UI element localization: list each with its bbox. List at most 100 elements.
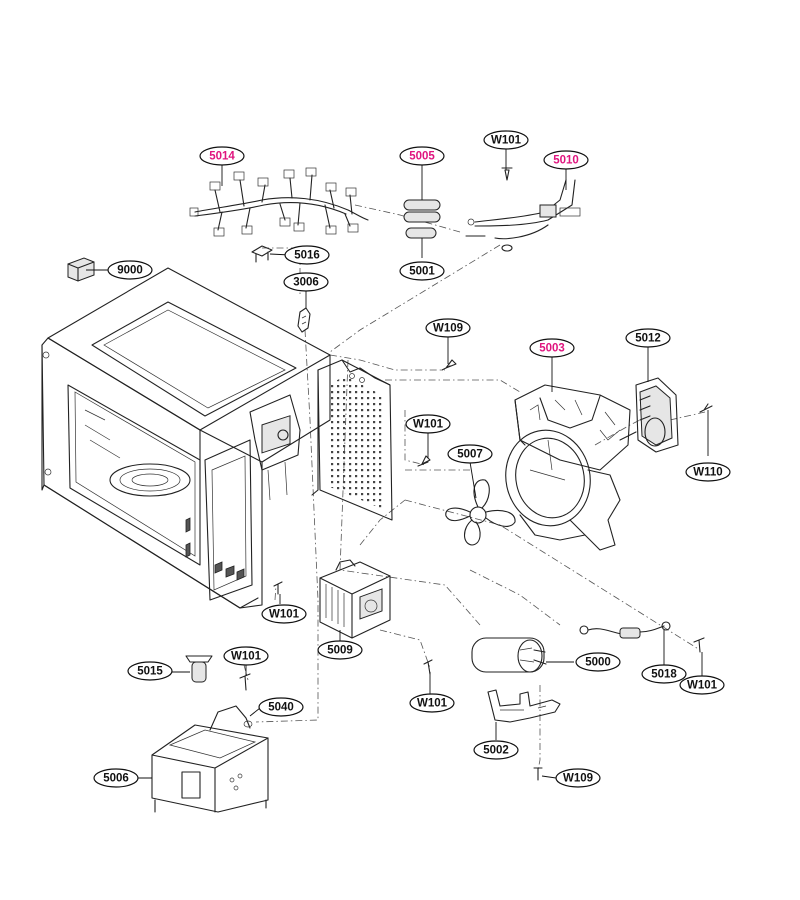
label-w101-f: W101 bbox=[223, 646, 269, 666]
label-5006: 5006 bbox=[93, 768, 139, 788]
label-text: W101 bbox=[417, 698, 448, 710]
part-5018-hv-diode bbox=[579, 621, 671, 639]
part-5012-fan-motor bbox=[619, 377, 679, 453]
label-bubble bbox=[473, 740, 519, 760]
label-text: W110 bbox=[693, 467, 722, 479]
part-5003-fan-duct bbox=[505, 384, 631, 551]
label-text: 9000 bbox=[117, 265, 143, 277]
label-5003: 5003 bbox=[529, 338, 575, 358]
label-5016: 5016 bbox=[284, 245, 330, 265]
label-text: 5007 bbox=[457, 449, 483, 461]
label-5002: 5002 bbox=[473, 740, 519, 760]
label-w101-d: W101 bbox=[409, 693, 455, 713]
label-5014: 5014 bbox=[199, 146, 245, 166]
label-5010: 5010 bbox=[543, 150, 589, 170]
label-text: W101 bbox=[413, 419, 444, 431]
label-9000: 9000 bbox=[107, 260, 153, 280]
part-9000-fuse-block bbox=[67, 257, 95, 282]
part-5002-capacitor-bracket bbox=[487, 689, 561, 723]
label-bubble bbox=[223, 646, 269, 666]
label-text: 5040 bbox=[268, 702, 294, 714]
label-5009: 5009 bbox=[317, 640, 363, 660]
label-text: 5005 bbox=[409, 151, 435, 163]
label-w101-c: W101 bbox=[261, 604, 307, 624]
label-bubble bbox=[107, 260, 153, 280]
part-5001-fuse bbox=[405, 227, 437, 239]
label-text: W101 bbox=[231, 651, 262, 663]
label-text: 5002 bbox=[483, 745, 509, 757]
part-5009-magnetron bbox=[319, 559, 391, 639]
label-bubble bbox=[284, 245, 330, 265]
part-5005-thermal-fuses bbox=[403, 199, 441, 223]
part-w101-screw-right bbox=[693, 637, 705, 653]
label-text: 3006 bbox=[293, 277, 319, 289]
label-bubble bbox=[679, 675, 725, 695]
label-text: W109 bbox=[563, 773, 593, 785]
label-bubble bbox=[93, 768, 139, 788]
label-bubble bbox=[543, 150, 589, 170]
label-bubble bbox=[317, 640, 363, 660]
label-bubble bbox=[447, 444, 493, 464]
label-text: 5016 bbox=[294, 250, 320, 262]
part-back-panel-vents bbox=[311, 359, 393, 521]
label-bubble bbox=[199, 146, 245, 166]
label-bubble bbox=[483, 130, 529, 150]
label-text: 5000 bbox=[585, 657, 611, 669]
label-text: W101 bbox=[269, 609, 300, 621]
label-w109-b: W109 bbox=[555, 768, 601, 788]
label-bubble bbox=[425, 318, 471, 338]
label-5012: 5012 bbox=[625, 328, 671, 348]
label-bubble bbox=[405, 414, 451, 434]
part-w101-screw-left bbox=[273, 581, 283, 595]
label-text: 5012 bbox=[635, 333, 661, 345]
label-bubble bbox=[127, 661, 173, 681]
part-5007-fan-blade bbox=[445, 479, 516, 546]
label-bubble bbox=[529, 338, 575, 358]
label-bubble bbox=[399, 146, 445, 166]
label-5040: 5040 bbox=[258, 697, 304, 717]
label-5007: 5007 bbox=[447, 444, 493, 464]
label-bubble bbox=[258, 697, 304, 717]
label-text: 5014 bbox=[209, 151, 235, 163]
label-text: W109 bbox=[433, 323, 463, 335]
part-5010-ground-wire bbox=[465, 179, 581, 252]
label-text: 5001 bbox=[409, 266, 435, 278]
part-5015-thermostat bbox=[185, 655, 213, 683]
label-w101-b: W101 bbox=[405, 414, 451, 434]
label-text: 5015 bbox=[137, 666, 163, 678]
label-w110: W110 bbox=[685, 462, 731, 482]
label-bubble bbox=[685, 462, 731, 482]
label-bubble bbox=[409, 693, 455, 713]
label-text: W101 bbox=[491, 135, 522, 147]
part-cavity-assembly bbox=[41, 267, 331, 609]
label-text: 5010 bbox=[553, 155, 579, 167]
label-3006: 3006 bbox=[283, 272, 329, 292]
label-5018: 5018 bbox=[641, 664, 687, 684]
part-5040-wire bbox=[209, 705, 253, 731]
part-w101-screw-lower bbox=[239, 673, 251, 691]
part-w109-screw-upper bbox=[441, 359, 457, 371]
part-w110-screw bbox=[699, 403, 713, 413]
part-w101-screw-top bbox=[501, 167, 513, 181]
label-text: 5018 bbox=[651, 669, 677, 681]
part-w109-screw-lower bbox=[533, 767, 543, 781]
part-5016-switch bbox=[251, 245, 273, 263]
part-5000-capacitor bbox=[471, 637, 547, 673]
label-5005: 5005 bbox=[399, 146, 445, 166]
label-5015: 5015 bbox=[127, 661, 173, 681]
label-text: W101 bbox=[687, 680, 718, 692]
label-text: 5009 bbox=[327, 645, 353, 657]
label-5001: 5001 bbox=[399, 261, 445, 281]
label-bubble bbox=[283, 272, 329, 292]
leader-lines bbox=[86, 148, 709, 779]
label-bubble bbox=[399, 261, 445, 281]
label-w101-e: W101 bbox=[679, 675, 725, 695]
label-w101-a: W101 bbox=[483, 130, 529, 150]
label-bubble bbox=[555, 768, 601, 788]
label-w109-a: W109 bbox=[425, 318, 471, 338]
part-w101-screw-magnetron bbox=[423, 659, 433, 675]
label-text: 5006 bbox=[103, 773, 129, 785]
part-3006-latch bbox=[297, 307, 311, 333]
